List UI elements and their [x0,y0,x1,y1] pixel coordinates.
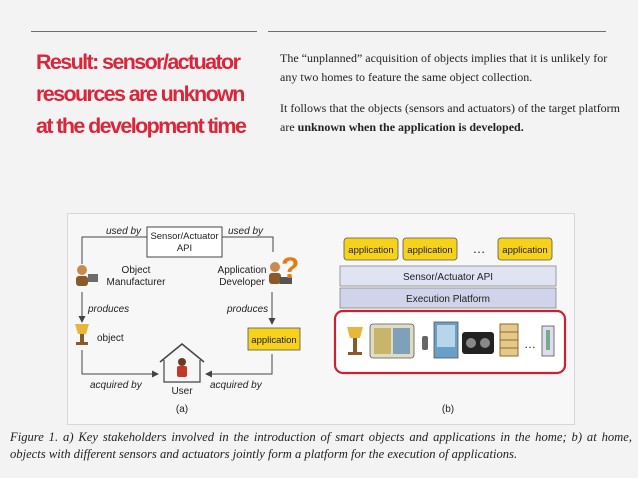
slide-headline: Result: sensor/actuator resources are un… [36,46,258,142]
headline-line-1: Result: sensor/actuator [36,46,258,78]
thermostat-icon [542,326,554,356]
question-mark-icon: ? [281,252,299,285]
objects-ellipsis: … [524,337,536,351]
used-by-left-label: used by [106,226,142,237]
api-bar-label: Sensor/Actuator API [403,272,493,283]
manufacturer-icon [76,265,98,286]
acquired-by-right-arrow [206,354,272,374]
panel-a-label: (a) [176,404,188,415]
manufacturer-line-2: Manufacturer [107,277,167,288]
app-box-2-label: application [407,245,452,256]
paragraph-1: The “unplanned” acquisition of objects i… [280,49,620,87]
headline-line-2: resources are unknown [36,78,258,110]
app-box-1-label: application [348,245,393,256]
produces-right-label: produces [226,304,268,315]
api-box-line-2: API [177,243,192,254]
object-label: object [97,333,124,344]
user-label: User [171,386,193,397]
used-by-right-line [222,237,273,252]
apps-ellipsis: … [473,241,486,256]
caption-text: a) Key stakeholders involved in the intr… [10,430,632,461]
window-icon [500,324,518,356]
app-box-3-label: application [502,245,547,256]
developer-line-2: Developer [219,277,265,288]
figure-1: Sensor/Actuator API used by used by Obje… [67,213,575,425]
phone-icon [422,336,428,350]
acquired-by-left-arrow [82,350,158,374]
tv-icon [434,322,458,358]
panel-b-label: (b) [442,404,454,415]
radio-icon [462,332,494,354]
used-by-left-line [82,237,147,264]
lamp-icon [75,324,89,345]
acquired-by-left-label: acquired by [90,380,143,391]
fridge-icon [370,324,414,358]
application-box-a-label: application [251,335,296,346]
paragraph-2: It follows that the objects (sensors and… [280,99,620,137]
top-rule-right [268,31,606,32]
api-box-line-1: Sensor/Actuator [150,231,218,242]
used-by-right-label: used by [228,226,264,237]
top-rule-left [31,31,257,32]
headline-line-3: at the development time [36,110,258,142]
caption-label: Figure 1. [10,430,58,444]
manufacturer-line-1: Object [122,265,151,276]
house-icon [160,344,204,382]
produces-left-label: produces [87,304,129,315]
acquired-by-right-label: acquired by [210,380,263,391]
platform-bar-label: Execution Platform [406,294,490,305]
developer-line-1: Application [218,265,267,276]
figure-caption: Figure 1. a) Key stakeholders involved i… [10,429,632,463]
figure-1-svg: Sensor/Actuator API used by used by Obje… [68,214,574,424]
paragraph-2-emphasis: unknown when the application is develope… [298,120,524,134]
